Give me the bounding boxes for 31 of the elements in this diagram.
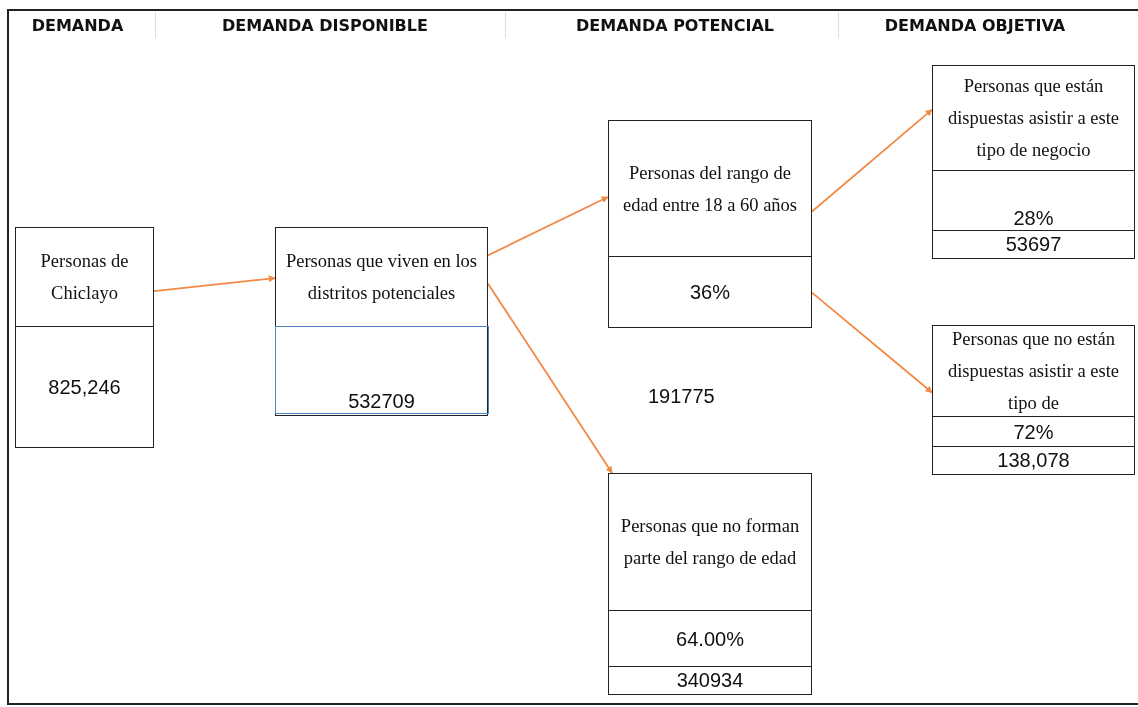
column-header: DEMANDA POTENCIAL bbox=[575, 14, 775, 37]
value-text: 532709 bbox=[348, 389, 415, 413]
table-box bbox=[608, 120, 812, 328]
box-title: Personas del rango de edad entre 18 a 60 años bbox=[621, 161, 799, 217]
box-title: Personas que viven en los distritos potenciales bbox=[284, 250, 479, 305]
table-box bbox=[932, 65, 1135, 259]
table-box bbox=[15, 227, 154, 448]
value-text: 36% bbox=[690, 279, 730, 304]
value-text: 340934 bbox=[676, 668, 744, 692]
column-header: DEMANDA OBJETIVA bbox=[883, 14, 1067, 37]
value-text: 825,246 bbox=[48, 374, 121, 399]
box-title: Personas que no están dispuestas asistir a este tipo de bbox=[946, 328, 1121, 415]
arrow bbox=[811, 108, 933, 213]
table-box bbox=[608, 473, 812, 695]
value-text: 138,078 bbox=[997, 448, 1070, 472]
arrow bbox=[811, 291, 933, 394]
arrow bbox=[153, 275, 276, 292]
column-header: DEMANDA DISPONIBLE bbox=[221, 14, 429, 37]
arrow bbox=[487, 282, 613, 474]
column-header: DEMANDA bbox=[30, 14, 125, 37]
value-text: 191775 bbox=[648, 385, 715, 408]
box-title: Personas que están dispuestas asistir a este tipo de negocio bbox=[946, 75, 1121, 162]
table-box bbox=[932, 325, 1135, 475]
value-text: 72% bbox=[1013, 419, 1054, 444]
value-text: 28% bbox=[1013, 206, 1054, 230]
box-title: Personas de Chiclayo bbox=[39, 250, 130, 305]
arrow bbox=[487, 196, 609, 257]
box-title: Personas que no forman parte del rango de edad bbox=[619, 515, 801, 570]
value-text: 64.00% bbox=[676, 626, 744, 651]
value-text: 53697 bbox=[1005, 232, 1062, 256]
table-box bbox=[275, 227, 488, 416]
